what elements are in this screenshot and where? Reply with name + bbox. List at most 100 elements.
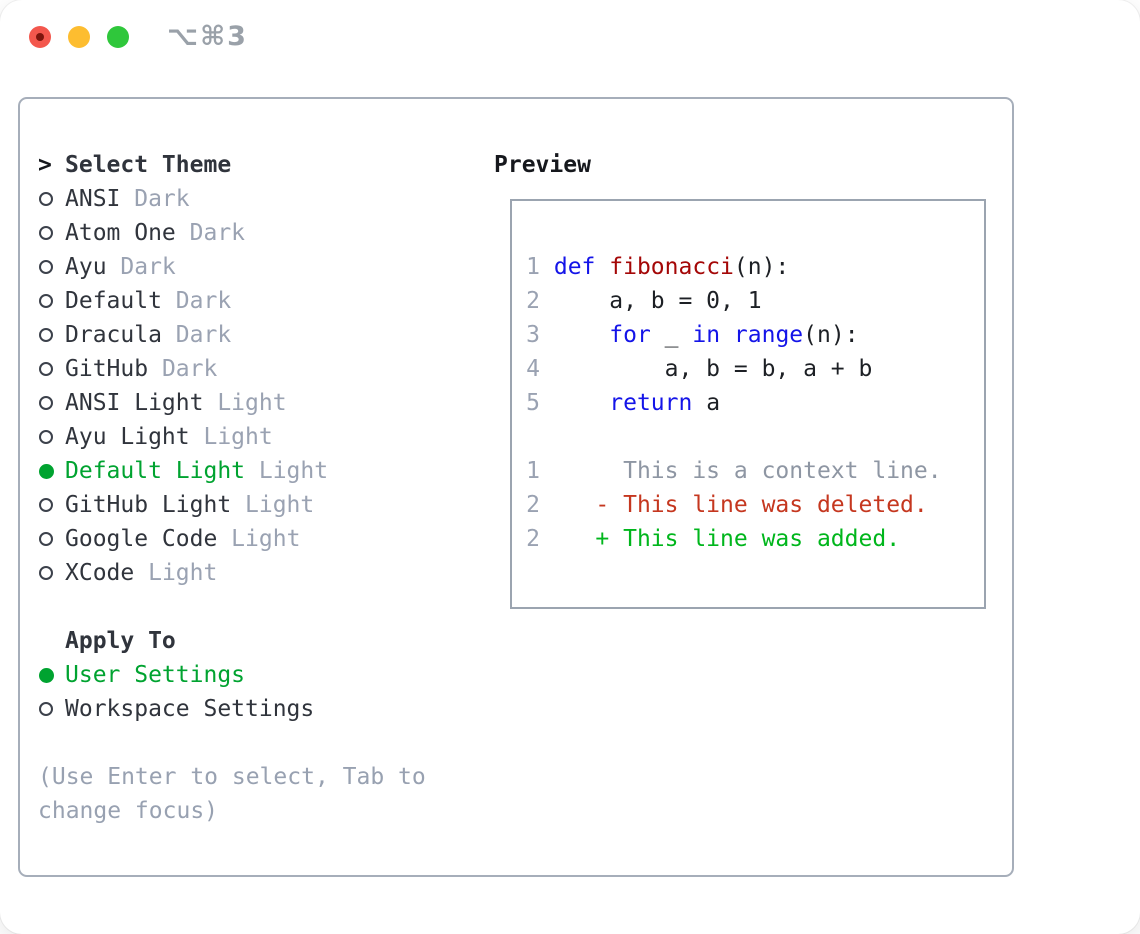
preview-line: 2 a, b = 0, 1 bbox=[526, 284, 984, 318]
code-token-keyword: range bbox=[733, 322, 804, 348]
radio-icon bbox=[38, 260, 65, 274]
option-ansi-light[interactable]: ANSI Light Light bbox=[38, 386, 478, 420]
code-token-keyword: return bbox=[609, 390, 693, 416]
radio-icon bbox=[38, 362, 65, 376]
theme-variant: Dark bbox=[120, 186, 190, 212]
title-bar: ⌥⌘3 bbox=[0, 0, 1140, 75]
theme-variant: Light bbox=[134, 560, 218, 586]
radio-selected-icon bbox=[38, 463, 65, 479]
option-dracula[interactable]: Dracula Dark bbox=[38, 318, 478, 352]
theme-name: GitHub Light bbox=[65, 492, 232, 518]
option-default-light[interactable]: Default Light Light bbox=[38, 454, 478, 488]
line-number: 2 bbox=[526, 526, 540, 552]
option-github-light[interactable]: GitHub Light Light bbox=[38, 488, 478, 522]
option-ansi[interactable]: ANSI Dark bbox=[38, 182, 478, 216]
theme-variant: Light bbox=[189, 424, 273, 450]
traffic-lights bbox=[29, 26, 129, 48]
diff-text-context: This is a context line. bbox=[553, 458, 942, 484]
code-token-keyword: in bbox=[692, 322, 721, 348]
apply-option-label: Workspace Settings bbox=[65, 696, 315, 722]
focus-caret-icon: > bbox=[38, 152, 52, 178]
option-default[interactable]: Default Dark bbox=[38, 284, 478, 318]
preview-line: 2 - This line was deleted. bbox=[526, 488, 984, 522]
theme-name: Atom One bbox=[65, 220, 176, 246]
radio-icon bbox=[38, 328, 65, 342]
option-atom-one[interactable]: Atom One Dark bbox=[38, 216, 478, 250]
option-google-code[interactable]: Google Code Light bbox=[38, 522, 478, 556]
line-number: 1 bbox=[526, 254, 540, 280]
theme-name: XCode bbox=[65, 560, 135, 586]
option-xcode[interactable]: XCode Light bbox=[38, 556, 478, 590]
help-text: (Use Enter to select, Tab to change focu… bbox=[38, 764, 426, 824]
theme-variant: Dark bbox=[175, 220, 246, 246]
code-token-plain: (n): bbox=[733, 254, 790, 280]
line-number: 2 bbox=[526, 288, 540, 314]
zoom-button-icon[interactable] bbox=[107, 26, 129, 48]
theme-variant: Dark bbox=[148, 356, 218, 382]
radio-icon bbox=[38, 192, 65, 206]
code-token-keyword: for bbox=[609, 322, 651, 348]
option-github[interactable]: GitHub Dark bbox=[38, 352, 478, 386]
preview-line: 1 This is a context line. bbox=[526, 454, 984, 488]
radio-icon bbox=[38, 294, 65, 308]
preview-line: 2 + This line was added. bbox=[526, 522, 984, 556]
theme-variant: Light bbox=[231, 492, 315, 518]
radio-icon bbox=[38, 396, 65, 410]
minimize-button-icon[interactable] bbox=[68, 26, 90, 48]
line-number: 2 bbox=[526, 492, 540, 518]
line-number: 5 bbox=[526, 390, 540, 416]
option-ayu-light[interactable]: Ayu Light Light bbox=[38, 420, 478, 454]
option-ayu[interactable]: Ayu Dark bbox=[38, 250, 478, 284]
code-token-function: fibonacci bbox=[609, 254, 734, 280]
preview-line: 1 def fibonacci(n): bbox=[526, 250, 984, 284]
code-token-plain bbox=[554, 322, 609, 348]
preview-line: 3 for _ in range(n): bbox=[526, 318, 984, 352]
diff-text-added: + This line was added. bbox=[553, 526, 901, 552]
code-token-plain: a, b = b, a + b bbox=[553, 356, 873, 382]
radio-icon bbox=[38, 532, 65, 546]
radio-icon bbox=[38, 430, 65, 444]
window-title: ⌥⌘3 bbox=[167, 21, 248, 52]
code-token-plain bbox=[720, 322, 734, 348]
code-token-keyword: def bbox=[553, 254, 596, 280]
theme-name: Dracula bbox=[65, 322, 162, 348]
line-number: 3 bbox=[526, 322, 540, 348]
code-token-plain: (n): bbox=[803, 322, 859, 348]
code-token-plain bbox=[595, 254, 609, 280]
code-token-plain: a, b = 0, 1 bbox=[553, 288, 762, 314]
apply-to-header: Apply To bbox=[38, 624, 478, 658]
line-number: 4 bbox=[526, 356, 540, 382]
theme-name: Default Light bbox=[65, 458, 246, 484]
code-token-plain: _ bbox=[650, 322, 693, 348]
radio-icon bbox=[38, 498, 65, 512]
theme-name: ANSI Light bbox=[65, 390, 204, 416]
theme-name: Google Code bbox=[65, 526, 218, 552]
apply-to-title: Apply To bbox=[65, 628, 176, 654]
option-workspace-settings[interactable]: Workspace Settings bbox=[38, 692, 478, 726]
radio-icon bbox=[38, 566, 65, 580]
option-user-settings[interactable]: User Settings bbox=[38, 658, 478, 692]
theme-variant: Light bbox=[245, 458, 329, 484]
theme-selector-header: > Select Theme bbox=[38, 148, 478, 182]
theme-variant: Light bbox=[203, 390, 287, 416]
radio-icon bbox=[38, 702, 65, 716]
close-button-icon[interactable] bbox=[29, 26, 51, 48]
theme-selector-title: Select Theme bbox=[65, 152, 232, 178]
apply-option-label: User Settings bbox=[65, 662, 246, 688]
theme-name: Ayu Light bbox=[65, 424, 190, 450]
theme-name: Default bbox=[65, 288, 162, 314]
theme-variant: Dark bbox=[106, 254, 176, 280]
code-token-plain: a bbox=[692, 390, 721, 416]
code-token-plain bbox=[554, 390, 609, 416]
preview-line bbox=[526, 420, 984, 454]
theme-name: GitHub bbox=[65, 356, 149, 382]
radio-selected-icon bbox=[38, 667, 65, 683]
theme-name: Ayu bbox=[65, 254, 107, 280]
theme-variant: Dark bbox=[161, 288, 232, 314]
diff-text-deleted: - This line was deleted. bbox=[553, 492, 928, 518]
preview-title: Preview bbox=[494, 152, 591, 178]
